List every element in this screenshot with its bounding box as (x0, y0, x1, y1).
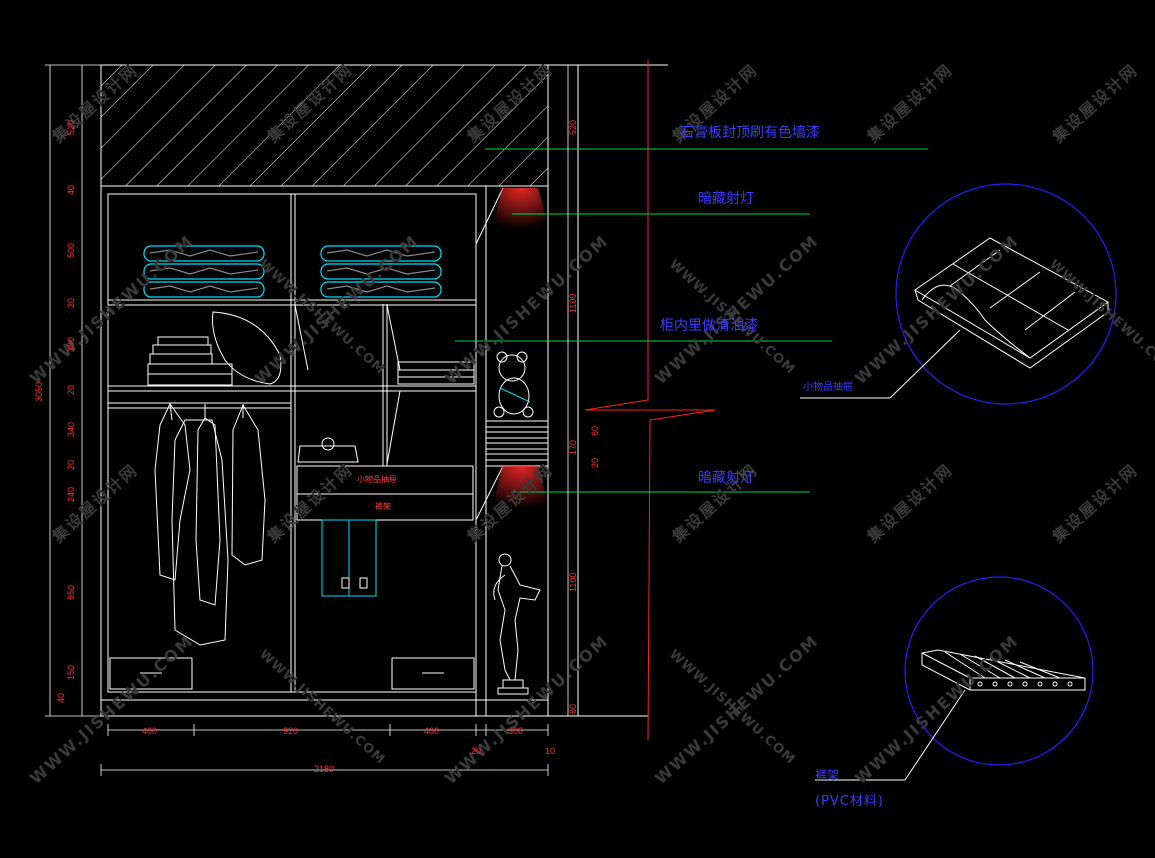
dimension-lines (45, 64, 569, 776)
dim-left: 20 (66, 384, 76, 395)
leader-lines (455, 148, 928, 493)
label-cabinet-interior: 柜内里做清油漆 (660, 318, 758, 334)
dim-bottom: 308 (508, 726, 524, 736)
ceiling-soffit (100, 64, 549, 187)
drawer-text-1: 小物品抽屉 (357, 475, 397, 484)
label-hidden-light-bottom: 暗藏射灯 (698, 470, 754, 486)
detail-circle-trouser-rack (815, 576, 1094, 781)
label-trouser-rack: 裤架 (815, 768, 840, 782)
dim-right: 1100 (568, 572, 578, 592)
label-trouser-rack-material: (PVC材料) (815, 794, 884, 809)
dim-left: 40 (56, 692, 66, 703)
dim-bottom: 10 (545, 746, 556, 756)
detail-circle-drawer (800, 183, 1117, 405)
dim-left: 240 (66, 486, 76, 502)
dim-left: 340 (66, 421, 76, 437)
wall-section (548, 60, 716, 741)
dim-bottom-total: 2180 (314, 764, 335, 774)
dim-right: 1100 (568, 293, 578, 313)
hanging-clothes (154, 403, 266, 646)
dim-left: 20 (66, 297, 76, 308)
dim-bottom: 20 (471, 746, 482, 756)
dim-bottom: 400 (142, 726, 158, 736)
dim-left: 40 (66, 184, 76, 195)
dim-right: 80 (568, 703, 578, 714)
folded-clothes (147, 311, 475, 463)
label-hidden-light-top: 暗藏射灯 (698, 191, 754, 207)
dim-left: 150 (66, 664, 76, 680)
hanging-trousers (321, 519, 377, 597)
drawer-text-2: 裤架 (375, 502, 391, 511)
label-small-item-box: 小物品抽屉 (803, 382, 853, 393)
dim-left: 520 (66, 119, 76, 135)
dim-right: 170 (568, 439, 578, 455)
dim-right: 60 (590, 425, 600, 436)
folded-towels (143, 245, 442, 298)
dim-bottom: 920 (283, 726, 299, 736)
dim-left: 500 (66, 242, 76, 258)
dim-left: 20 (66, 459, 76, 470)
dim-left-total: 3050 (34, 381, 44, 402)
statue-icon (493, 553, 541, 695)
dim-left: 380 (66, 336, 76, 352)
teddy-bear-icon (493, 351, 534, 418)
dim-right: 520 (568, 119, 578, 135)
dim-bottom: 400 (424, 726, 440, 736)
dim-left: 650 (66, 584, 76, 600)
dim-right: 20 (590, 457, 600, 468)
label-plaster-ceiling: 石膏板封顶刷有色墙漆 (680, 125, 820, 141)
